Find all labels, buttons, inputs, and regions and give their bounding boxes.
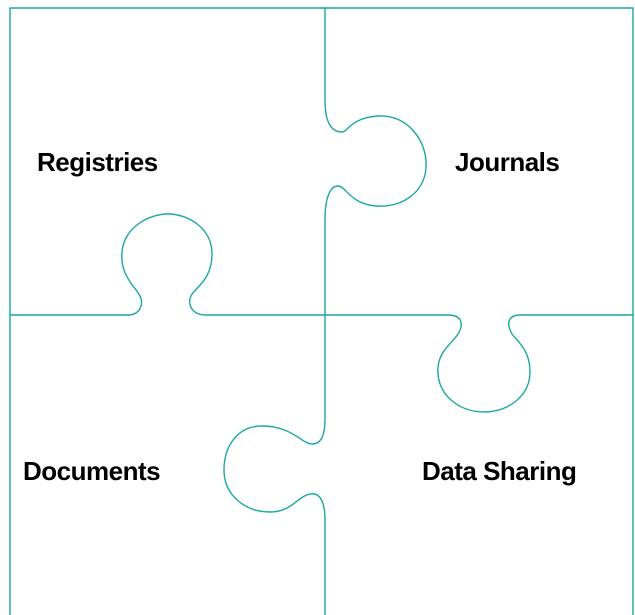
- puzzle-outer-frame: [9, 7, 634, 615]
- seam-left-horizontal: [9, 213, 326, 316]
- journals-label: Journals: [455, 147, 560, 177]
- data-sharing-label: Data Sharing: [422, 456, 577, 486]
- documents-label: Documents: [23, 456, 161, 486]
- seam-top-vertical: [324, 7, 427, 316]
- registries-label: Registries: [37, 147, 158, 177]
- seam-bottom-vertical: [223, 314, 326, 615]
- seam-right-horizontal: [324, 314, 634, 413]
